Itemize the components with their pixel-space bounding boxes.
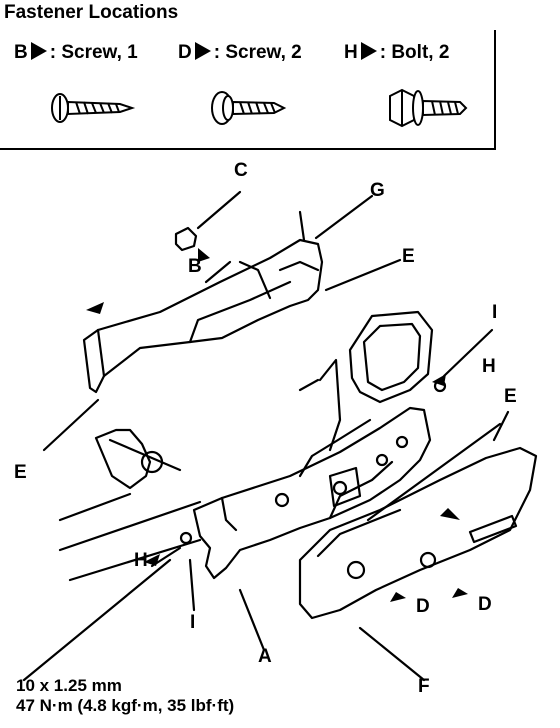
arrow-right-icon	[432, 374, 446, 386]
main-bracket-a	[192, 358, 432, 580]
callout-g: G	[370, 180, 385, 201]
arrow-right-icon	[144, 554, 160, 566]
callout-i-left: I	[190, 612, 196, 633]
legend-text: : Screw, 1	[49, 42, 138, 63]
torque-spec: 10 x 1.25 mm 47 N·m (4.8 kgf·m, 35 lbf·f…	[16, 676, 234, 716]
legend-text: : Bolt, 2	[379, 42, 450, 63]
callout-b: B	[188, 256, 202, 277]
exploded-assembly-diagram	[22, 190, 538, 682]
legend-letter: H	[344, 42, 358, 63]
tapping-screw-icon	[51, 93, 136, 123]
arrow-right-icon	[452, 588, 468, 598]
callout-i-right: I	[492, 302, 498, 323]
legend-item-bolt: H : Bolt, 2	[344, 42, 449, 64]
flange-screw-icon	[211, 91, 287, 125]
callout-h-left: H	[134, 550, 148, 571]
direction-arrow-icon	[86, 302, 104, 314]
arrow-right-icon	[390, 592, 406, 602]
bolt-size: 10 x 1.25 mm	[16, 676, 122, 695]
direction-arrow-icon	[440, 508, 460, 520]
callout-h-right: H	[482, 356, 496, 377]
side-cover-f	[298, 446, 538, 620]
callout-a: A	[258, 646, 272, 667]
callout-c: C	[234, 160, 248, 181]
arrow-right-icon	[194, 42, 211, 60]
legend-item-screw-1: B : Screw, 1	[14, 42, 138, 64]
legend-item-screw-2: D : Screw, 2	[178, 42, 302, 64]
upper-cover-g	[82, 210, 324, 394]
callout-d-left: D	[416, 596, 430, 617]
hex-flange-bolt-icon	[389, 88, 468, 128]
legend-frame-bottom	[0, 148, 496, 150]
legend-frame-right	[494, 30, 496, 150]
fastener-legend: B : Screw, 1 D : Screw, 2 H : Bolt, 2	[0, 0, 560, 160]
arrow-right-icon	[30, 42, 47, 60]
clip-c	[174, 226, 198, 252]
torque-value: 47 N·m (4.8 kgf·m, 35 lbf·ft)	[16, 696, 235, 715]
legend-letter: B	[14, 42, 28, 63]
arrow-right-icon	[360, 42, 377, 60]
legend-text: : Screw, 2	[213, 42, 302, 63]
callout-e-right: E	[504, 386, 517, 407]
callout-e-left: E	[14, 462, 27, 483]
side-bracket	[94, 428, 152, 490]
callout-f: F	[418, 676, 430, 697]
callout-d-right: D	[478, 594, 492, 615]
legend-letter: D	[178, 42, 192, 63]
page-title: Fastener Locations	[4, 2, 179, 23]
callout-e-top: E	[402, 246, 415, 267]
arrow-right-icon	[198, 248, 210, 262]
